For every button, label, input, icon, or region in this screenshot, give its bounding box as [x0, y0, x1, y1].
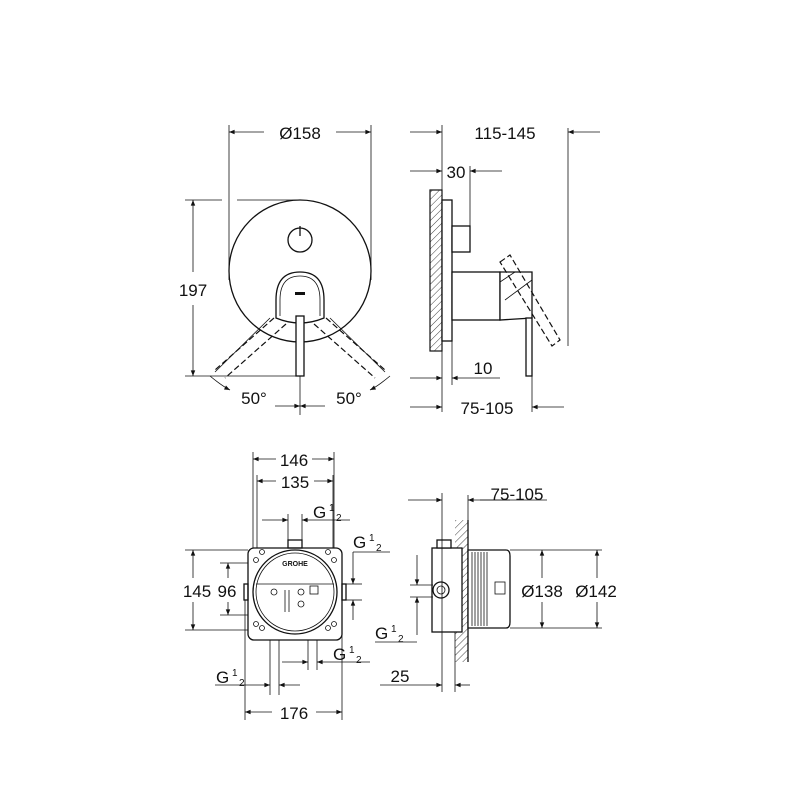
svg-text:1: 1: [391, 624, 397, 635]
box-front-view: GROHE 146 135 G 1 2: [183, 451, 390, 723]
svg-text:2: 2: [356, 655, 362, 666]
dim-offset: 25: [391, 667, 410, 686]
box-side-view: 75-105 Ø138 Ø142 G 1 2 25: [375, 485, 617, 692]
thread-label-bottom-right: G 1 2: [333, 645, 362, 666]
svg-text:G: G: [353, 533, 366, 552]
valve-body: [451, 271, 501, 321]
thread-label-right: G 1 2: [353, 533, 382, 554]
svg-text:G: G: [313, 503, 326, 522]
thread-label-top: G 1 2: [313, 503, 342, 524]
svg-text:2: 2: [336, 513, 342, 524]
thread-label-side: G 1 2: [375, 624, 404, 645]
dim-width-total: 176: [280, 704, 308, 723]
angle-right: 50°: [336, 389, 362, 408]
dim-width-outer: 146: [280, 451, 308, 470]
grohe-logo: GROHE: [282, 561, 308, 568]
angle-left: 50°: [241, 389, 267, 408]
front-view: Ø158 197 50° 50°: [179, 124, 391, 415]
svg-text:G: G: [216, 668, 229, 687]
dim-height-inner: 96: [218, 582, 237, 601]
svg-text:2: 2: [239, 678, 245, 689]
svg-text:2: 2: [398, 634, 404, 645]
dim-dia-inner: Ø138: [521, 582, 563, 601]
dim-plate: 10: [474, 359, 493, 378]
diverter-block: [451, 225, 471, 253]
dim-box-range: 75-105: [491, 485, 544, 504]
lever: [295, 315, 305, 377]
svg-text:G: G: [375, 624, 388, 643]
svg-text:1: 1: [232, 668, 238, 679]
dim-dia-outer: Ø142: [575, 582, 617, 601]
cover-plate: [441, 199, 453, 342]
dim-height-outer: 145: [183, 582, 211, 601]
thread-label-bottom-left: G 1 2: [216, 668, 245, 689]
dim-range: 75-105: [461, 399, 514, 418]
wall-section: [429, 189, 443, 352]
dim-diameter: Ø158: [279, 124, 321, 143]
svg-text:G: G: [333, 645, 346, 664]
dim-width-inner: 135: [281, 473, 309, 492]
lever-side: [525, 317, 533, 377]
side-view: 115-145 30 10 75-105: [410, 124, 600, 418]
dim-depth: 30: [447, 163, 466, 182]
svg-text:1: 1: [369, 533, 375, 544]
dim-height: 197: [179, 281, 207, 300]
valve-circle: [252, 549, 338, 635]
svg-text:2: 2: [376, 543, 382, 554]
valve-cylinder: [467, 549, 511, 629]
svg-text:1: 1: [329, 503, 335, 514]
dim-projection: 115-145: [474, 124, 535, 143]
svg-text:1: 1: [349, 645, 355, 656]
